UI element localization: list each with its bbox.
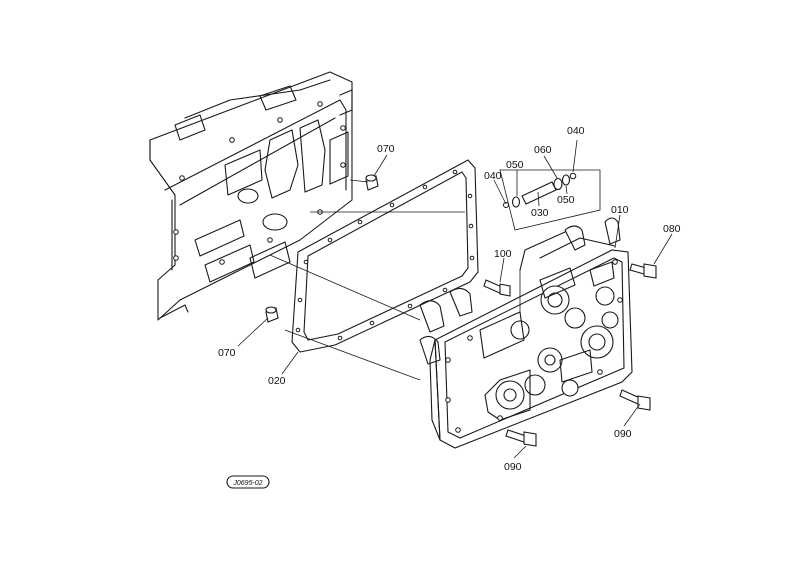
- label-070-lower: 070: [218, 347, 236, 359]
- bolt-080: [629, 263, 657, 279]
- transmission-case: [149, 71, 353, 321]
- label-050-left: 050: [506, 159, 524, 171]
- leader-lines: [237, 139, 673, 459]
- label-040-left: 040: [484, 170, 502, 182]
- label-100: 100: [494, 248, 512, 260]
- label-010: 010: [611, 204, 629, 216]
- label-040-right: 040: [567, 125, 585, 137]
- dowel-pin-lower: [265, 306, 279, 323]
- label-070-upper: 070: [377, 143, 395, 155]
- shaft-030: [521, 181, 557, 205]
- bolt-090-right: [619, 389, 651, 411]
- o-ring-040-right: [569, 172, 577, 180]
- valve-body-010: [419, 217, 633, 449]
- bolt-090-lower: [505, 429, 537, 447]
- part-labels: 070 070 020 010 080 090 090 100 040 050 …: [218, 125, 681, 473]
- gasket-holes: [295, 169, 475, 341]
- ring-060: [553, 177, 563, 191]
- stamp-text: J0695-02: [232, 480, 262, 487]
- small-parts-row: [499, 169, 601, 231]
- dowel-pin-upper: [365, 174, 379, 191]
- valve-components: [479, 261, 619, 421]
- bolt-100: [483, 279, 511, 297]
- label-080: 080: [663, 223, 681, 235]
- valve-body-bolt-holes: [445, 259, 623, 433]
- case-bolt-holes: [173, 101, 346, 265]
- reference-stamp: J0695-02: [226, 475, 270, 489]
- ring-050-left: [511, 196, 521, 208]
- gasket-020: [291, 159, 479, 353]
- label-090-right: 090: [614, 428, 632, 440]
- label-030: 030: [531, 207, 549, 219]
- ring-050-right: [561, 174, 571, 186]
- label-050-right: 050: [557, 194, 575, 206]
- label-060: 060: [534, 144, 552, 156]
- label-090-lower: 090: [504, 461, 522, 473]
- o-ring-040-left: [503, 202, 509, 208]
- alignment-lines: [269, 179, 521, 381]
- label-020: 020: [268, 375, 286, 387]
